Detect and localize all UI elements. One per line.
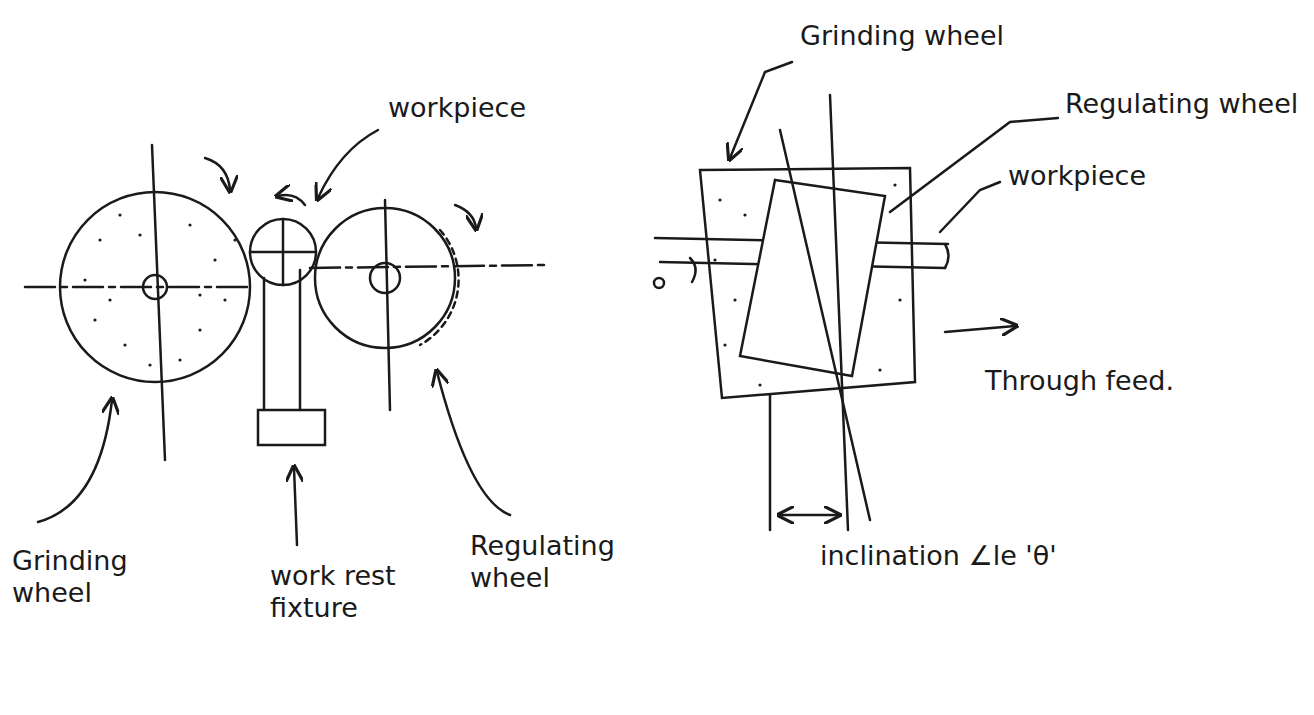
leader-lines-right bbox=[730, 62, 1058, 332]
regulating-wheel-side bbox=[740, 180, 885, 376]
workpiece-front bbox=[250, 195, 316, 285]
axis-lines bbox=[770, 95, 870, 530]
grinding-wheel-side bbox=[700, 168, 915, 398]
part-label: Regulating wheel bbox=[470, 530, 650, 595]
part-label: Grinding wheel bbox=[800, 20, 1060, 52]
part-label: work rest fixture bbox=[270, 560, 410, 625]
work-rest-fixture bbox=[258, 270, 325, 445]
part-label: Regulating wheel bbox=[1065, 88, 1305, 120]
leader-lines-left bbox=[38, 130, 510, 545]
feed-direction-label: Through feed. bbox=[985, 365, 1225, 397]
part-label: workpiece bbox=[1008, 160, 1208, 192]
regulating-wheel-front bbox=[310, 200, 545, 410]
grinding-wheel-front bbox=[25, 145, 250, 460]
part-label: workpiece bbox=[388, 92, 588, 124]
angle-label: inclination ∠le 'θ' bbox=[820, 540, 1240, 572]
part-label: Grinding wheel bbox=[12, 545, 172, 610]
